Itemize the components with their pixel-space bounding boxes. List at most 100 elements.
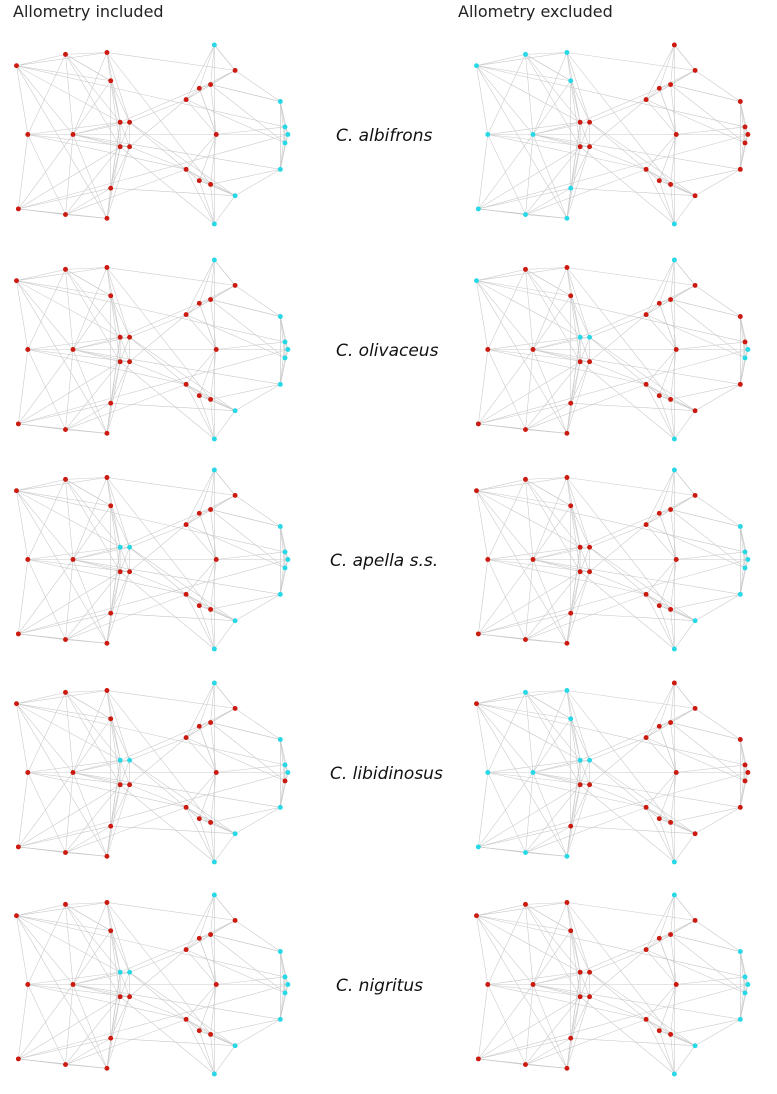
landmark-red: [108, 400, 114, 406]
mesh-edge: [580, 88, 660, 123]
mesh-edge: [570, 122, 581, 189]
mesh-edge: [645, 99, 746, 144]
mesh-edge: [65, 612, 111, 640]
mesh-edge: [525, 479, 534, 560]
mesh-edge: [478, 134, 534, 210]
landmark-red: [668, 507, 674, 512]
mesh-edge: [645, 949, 677, 985]
mesh-edge: [580, 938, 660, 973]
landmark-red: [117, 782, 123, 788]
mesh-edge: [570, 80, 581, 147]
mesh-edge: [525, 54, 581, 147]
mesh-edge: [525, 349, 534, 430]
mesh-edge: [210, 1034, 236, 1046]
mesh-edge: [18, 559, 288, 635]
mesh-edge: [16, 269, 66, 281]
landmark-cyan: [564, 215, 570, 221]
landmark-cyan: [277, 804, 283, 810]
mesh-edge: [18, 772, 288, 848]
mesh-edge: [525, 996, 581, 1065]
mesh-edge: [740, 341, 746, 385]
mesh-edge: [16, 915, 286, 978]
mesh-edge: [487, 904, 526, 985]
mesh-edge: [670, 934, 677, 985]
mesh-edge: [478, 559, 534, 635]
mesh-edge: [476, 280, 746, 343]
mesh-edge: [110, 361, 130, 404]
mesh-edge: [645, 894, 675, 950]
mesh-edge: [478, 612, 571, 635]
mesh-edge: [525, 479, 571, 507]
landmark-cyan: [671, 859, 677, 865]
landmark-red: [737, 166, 743, 172]
mesh-edge: [214, 682, 236, 709]
mesh-edge: [478, 187, 571, 210]
mesh-edge: [478, 559, 489, 634]
mesh-edge: [65, 692, 111, 720]
mesh-edge: [532, 505, 571, 560]
landmark-red: [668, 82, 674, 87]
wireframe-excluded-0: [474, 42, 751, 227]
mesh-edge: [532, 267, 568, 350]
mesh-edge: [659, 349, 677, 396]
landmark-red: [25, 557, 31, 562]
mesh-edge: [199, 938, 217, 985]
mesh-edge: [532, 984, 741, 1020]
mesh-edge: [16, 690, 107, 704]
landmark-red: [668, 819, 674, 825]
mesh-edge: [129, 99, 187, 123]
mesh-edge: [210, 509, 286, 569]
mesh-edge: [525, 904, 534, 985]
mesh-edge: [487, 54, 526, 135]
mesh-edge: [525, 169, 647, 215]
mesh-edge: [487, 479, 526, 560]
landmark-cyan: [232, 618, 238, 624]
landmark-red: [673, 132, 679, 137]
mesh-edge: [129, 99, 187, 147]
mesh-edge: [670, 772, 677, 823]
landmark-red: [656, 816, 662, 822]
landmark-red: [183, 1016, 189, 1022]
mesh-edge: [199, 708, 236, 727]
landmark-red: [196, 510, 202, 516]
mesh-edge: [670, 134, 677, 185]
landmark-cyan: [671, 221, 677, 227]
landmark-cyan: [282, 565, 288, 571]
mesh-edge: [476, 280, 489, 350]
landmark-red: [14, 278, 19, 284]
mesh-edge: [129, 337, 200, 396]
mesh-edge: [659, 818, 675, 863]
mesh-edge: [694, 384, 741, 411]
mesh-edge: [72, 690, 108, 773]
mesh-edge: [645, 469, 675, 525]
mesh-edge: [199, 285, 236, 304]
landmark-cyan: [277, 166, 283, 172]
landmark-red: [183, 947, 189, 953]
landmark-red: [568, 503, 574, 509]
landmark-red: [213, 347, 219, 352]
landmark-red: [213, 982, 219, 987]
mesh-edge: [476, 280, 571, 297]
landmark-red: [523, 901, 528, 907]
mesh-edge: [210, 894, 215, 935]
mesh-edge: [210, 84, 217, 135]
landmark-red: [587, 144, 593, 150]
mesh-edge: [18, 146, 121, 210]
mesh-edge: [566, 52, 696, 71]
mesh-edge: [214, 1045, 236, 1075]
mesh-edge: [525, 134, 534, 215]
mesh-edge: [106, 267, 236, 286]
mesh-edge: [214, 620, 236, 650]
mesh-edge: [566, 690, 671, 823]
mesh-edge: [487, 546, 581, 560]
mesh-edge: [214, 833, 236, 863]
mesh-edge: [476, 490, 534, 560]
mesh-edge: [280, 349, 289, 385]
landmark-red: [208, 932, 214, 937]
mesh-edge: [589, 737, 647, 761]
landmark-cyan: [692, 1043, 698, 1049]
landmark-red: [656, 603, 662, 609]
landmark-cyan: [211, 257, 217, 263]
landmark-red: [564, 475, 570, 480]
mesh-edge: [129, 547, 200, 606]
